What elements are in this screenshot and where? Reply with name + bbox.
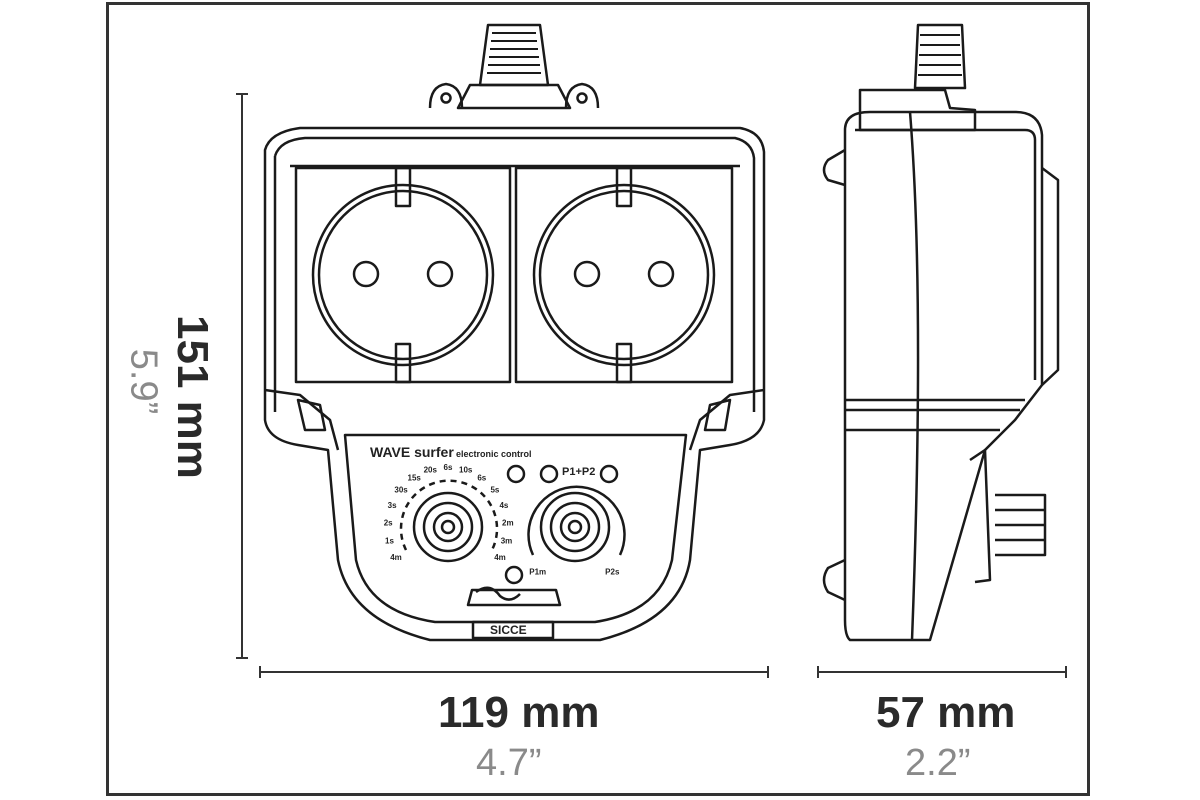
brand-line: WAVE surfer — [370, 444, 454, 460]
depth-metric-label: 57 mm — [876, 688, 1016, 737]
left-dial-mark-13: 3m — [501, 536, 513, 545]
left-dial-mark-5: 15s — [408, 473, 422, 482]
brand-logo: SICCE — [490, 623, 527, 637]
left-dial-mark-4: 30s — [394, 486, 408, 495]
left-dial-mark-2: 2s — [384, 519, 393, 528]
height-imperial-label: 5.9” — [122, 348, 165, 415]
dimension-lines — [236, 93, 1067, 678]
left-dial-mark-6: 20s — [424, 466, 438, 475]
mode-label: P1+P2 — [562, 466, 596, 478]
left-dial-mark-9: 6s — [477, 473, 486, 482]
left-dial-mark-0: 4m — [390, 553, 402, 562]
side-view — [822, 23, 1060, 642]
front-view — [263, 23, 766, 642]
width-metric-label: 119 mm — [438, 688, 600, 737]
right-dial-mark-1: P2s — [605, 567, 620, 576]
left-dial-mark-7: 6s — [444, 463, 453, 472]
left-dial-mark-3: 3s — [388, 501, 397, 510]
left-dial-mark-10: 5s — [490, 486, 499, 495]
diagram-frame — [106, 2, 1090, 796]
left-dial-mark-14: 4m — [494, 553, 506, 562]
right-dial-mark-0: P1m — [529, 567, 546, 576]
width-imperial-label: 4.7” — [476, 742, 542, 784]
left-dial-mark-1: 1s — [385, 536, 394, 545]
left-dial-mark-8: 10s — [459, 466, 473, 475]
panel-subtitle: electronic control — [456, 449, 532, 459]
left-dial-mark-11: 4s — [499, 501, 508, 510]
depth-imperial-label: 2.2” — [905, 742, 971, 784]
left-dial-mark-12: 2m — [502, 519, 514, 528]
height-metric-label: 151 mm — [168, 315, 217, 479]
